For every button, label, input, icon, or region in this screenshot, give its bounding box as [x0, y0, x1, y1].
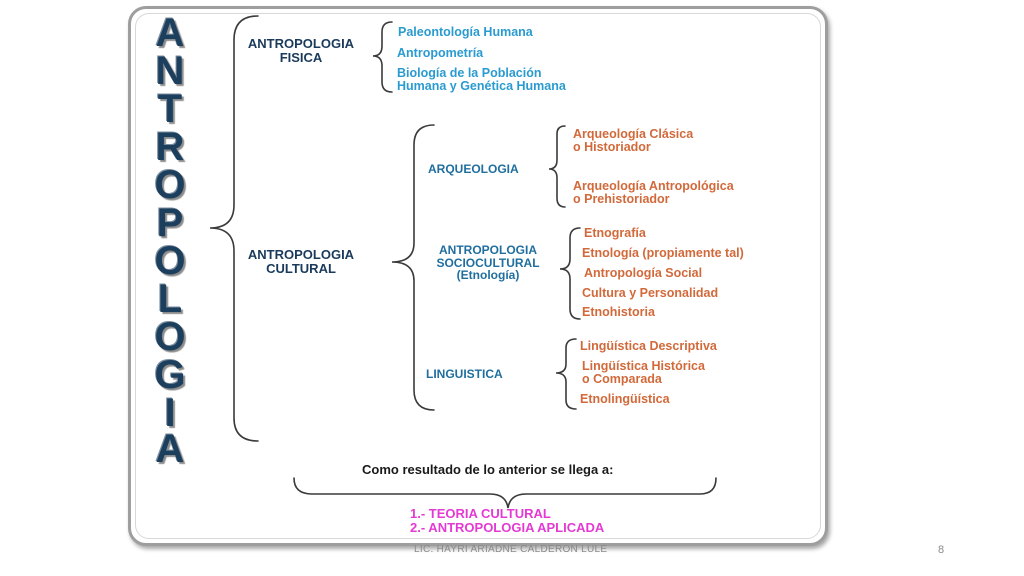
- fisica-item-line: Biología de la Población: [397, 66, 542, 80]
- linguistica-item-line: Lingüística Histórica: [582, 359, 705, 373]
- heading-sociocultural-line: ANTROPOLOGIA: [439, 243, 537, 257]
- fisica-item-line: Humana y Genética Humana: [397, 79, 566, 94]
- fisica-item-paleontologia: Paleontología Humana: [398, 25, 533, 39]
- heading-fisica-line: ANTROPOLOGIA: [247, 36, 355, 51]
- footer-author: LIC. HAYRI ARIADNE CALDERON LULE: [414, 544, 608, 555]
- conclusion-lead: Como resultado de lo anterior se llega a…: [362, 462, 614, 477]
- fisica-item-antropometria: Antropometría: [397, 46, 484, 60]
- sociocultural-item-etnologia: Etnología (propiamente tal): [582, 246, 744, 260]
- heading-arqueologia: ARQUEOLOGIA: [428, 162, 519, 176]
- linguistica-item-historica: Lingüística Histórica o Comparada: [582, 359, 705, 387]
- title-letter: G: [154, 353, 186, 397]
- heading-fisica-line: FISICA: [279, 49, 323, 65]
- result-antropologia-aplicada: 2.- ANTROPOLOGIA APLICADA: [410, 520, 605, 535]
- sociocultural-item-etnohistoria: Etnohistoria: [582, 305, 655, 319]
- page-number: 8: [938, 544, 945, 556]
- heading-cultural-line: CULTURAL: [266, 260, 336, 276]
- diagram-frame-inner: [135, 13, 821, 539]
- title-letter: R: [155, 125, 185, 169]
- title-letter: P: [156, 201, 184, 245]
- fisica-item-biologia: Biología de la Población Humana y Genéti…: [397, 66, 566, 94]
- sociocultural-item-antropologia-social: Antropología Social: [584, 266, 703, 280]
- linguistica-item-descriptiva: Lingüística Descriptiva: [580, 339, 717, 353]
- arqueologia-item-line: o Historiador: [573, 140, 651, 155]
- title-letter: L: [157, 277, 183, 321]
- title-letter: A: [155, 427, 185, 471]
- heading-linguistica: LINGUISTICA: [426, 367, 503, 381]
- title-letter: O: [154, 163, 186, 207]
- result-teoria-cultural: 1.- TEORIA CULTURAL: [410, 506, 551, 521]
- heading-sociocultural-line: SOCIOCULTURAL: [436, 255, 540, 270]
- arqueologia-item-antropologica: Arqueología Antropológica o Prehistoriad…: [573, 179, 734, 207]
- heading-cultural: ANTROPOLOGIA CULTURAL: [226, 248, 376, 275]
- title-letter: T: [157, 87, 183, 131]
- arqueologia-item-line: Arqueología Clásica: [573, 127, 694, 141]
- arqueologia-item-clasica: Arqueología Clásica o Historiador: [573, 127, 694, 155]
- linguistica-item-etnolinguistica: Etnolingüística: [580, 392, 670, 406]
- heading-fisica: ANTROPOLOGIA FISICA: [226, 37, 376, 64]
- sociocultural-item-cultura: Cultura y Personalidad: [582, 286, 719, 300]
- title-letter: O: [154, 239, 186, 283]
- heading-sociocultural-line: (Etnología): [456, 268, 520, 283]
- arqueologia-item-line: Arqueología Antropológica: [573, 179, 734, 193]
- heading-cultural-line: ANTROPOLOGIA: [247, 247, 355, 262]
- title-letter: I: [164, 391, 176, 435]
- title-letter: N: [155, 49, 185, 93]
- arqueologia-item-line: o Prehistoriador: [573, 192, 670, 207]
- linguistica-item-line: o Comparada: [582, 372, 662, 387]
- title-letter: O: [154, 315, 186, 359]
- heading-sociocultural: ANTROPOLOGIA SOCIOCULTURAL (Etnología): [420, 244, 556, 282]
- sociocultural-item-etnografia: Etnografía: [584, 226, 646, 240]
- title-letter: A: [155, 11, 185, 55]
